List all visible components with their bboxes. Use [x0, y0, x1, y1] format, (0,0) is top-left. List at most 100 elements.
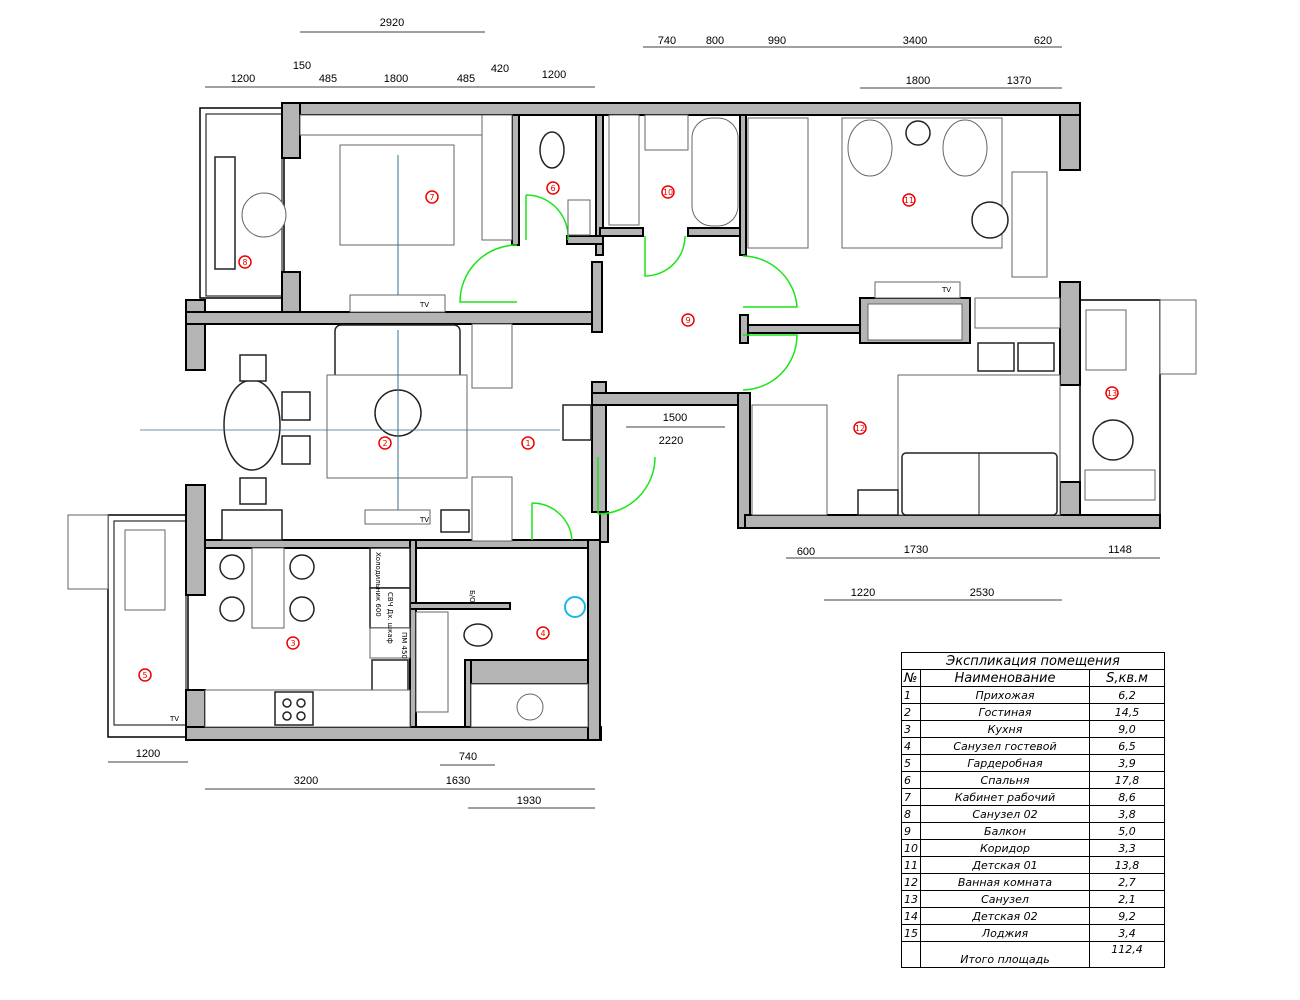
- row-number: 2: [901, 703, 921, 721]
- room-marker: 7: [425, 190, 439, 204]
- dim-text: 485: [457, 73, 475, 85]
- room-area: 2,7: [1089, 873, 1165, 891]
- room-name: Санузел 02: [920, 805, 1090, 823]
- row-number: 12: [901, 873, 921, 891]
- room-area: 13,8: [1089, 856, 1165, 874]
- room-marker: 5: [138, 668, 152, 682]
- svg-text:7: 7: [429, 193, 434, 202]
- svg-text:5: 5: [142, 671, 147, 680]
- row-number: 14: [901, 907, 921, 925]
- row-number: 6: [901, 771, 921, 789]
- svg-text:2: 2: [382, 439, 387, 448]
- room-name: Гардеробная: [920, 754, 1090, 772]
- tv-label: TV: [419, 516, 429, 524]
- total-label: Итого площадь: [920, 941, 1090, 968]
- room-marker: 2: [378, 436, 392, 450]
- room-marker: 13: [1105, 386, 1119, 400]
- dim-text: 485: [319, 73, 337, 85]
- svg-text:11: 11: [904, 196, 914, 205]
- svg-text:8: 8: [242, 258, 247, 267]
- svg-text:12: 12: [855, 424, 865, 433]
- dim-text: 2920: [380, 17, 404, 29]
- dim-text: 1200: [542, 69, 566, 81]
- room-area: 9,0: [1089, 720, 1165, 738]
- svg-text:1: 1: [525, 439, 530, 448]
- room-area: 3,8: [1089, 805, 1165, 823]
- room-name: Детская 02: [920, 907, 1090, 925]
- dim-text: 1730: [904, 544, 928, 556]
- row-number: 3: [901, 720, 921, 738]
- room-name: Санузел гостевой: [920, 737, 1090, 755]
- dim-text: 1800: [906, 75, 930, 87]
- row-number: 15: [901, 924, 921, 942]
- svg-text:10: 10: [663, 188, 673, 197]
- total-row: Итого площадь 112,4: [901, 941, 1165, 968]
- room-name: Санузел: [920, 890, 1090, 908]
- svg-text:13: 13: [1107, 389, 1117, 398]
- svg-text:4: 4: [540, 629, 545, 638]
- dim-text: 2220: [659, 435, 683, 447]
- room-area: 3,4: [1089, 924, 1165, 942]
- room-area: 5,0: [1089, 822, 1165, 840]
- room-area: 6,5: [1089, 737, 1165, 755]
- room-name: Балкон: [920, 822, 1090, 840]
- dim-text: 800: [706, 35, 724, 47]
- room-area: 17,8: [1089, 771, 1165, 789]
- tv-label: TV: [419, 301, 429, 309]
- row-number: 1: [901, 686, 921, 704]
- dimension-lines: [108, 31, 1160, 809]
- tv-label: TV: [941, 286, 951, 294]
- dim-text: 1148: [1108, 544, 1132, 556]
- tv-label: TV: [169, 715, 179, 723]
- dim-text: 1500: [663, 412, 687, 424]
- room-name: Кухня: [920, 720, 1090, 738]
- dim-text: 3400: [903, 35, 927, 47]
- balcony-outlines: [67, 107, 1197, 738]
- room-marker: 12: [853, 421, 867, 435]
- room-area: 3,9: [1089, 754, 1165, 772]
- room-name: Кабинет рабочий: [920, 788, 1090, 806]
- dim-text: 740: [459, 751, 477, 763]
- room-area: 14,5: [1089, 703, 1165, 721]
- room-marker: 10: [661, 185, 675, 199]
- dim-text: 740: [658, 35, 676, 47]
- row-number: 13: [901, 890, 921, 908]
- dim-text: 1220: [851, 587, 875, 599]
- row-number: 4: [901, 737, 921, 755]
- room-marker: 11: [902, 193, 916, 207]
- room-marker: 9: [681, 313, 695, 327]
- fridge-label: Холодильник 600: [374, 552, 382, 617]
- room-name: Гостиная: [920, 703, 1090, 721]
- row-number: 10: [901, 839, 921, 857]
- row-number: 5: [901, 754, 921, 772]
- dim-text: 1630: [446, 775, 470, 787]
- furniture: [124, 114, 1156, 728]
- header-area: S,кв.м: [1089, 669, 1165, 687]
- room-name: Лоджия: [920, 924, 1090, 942]
- room-name: Спальня: [920, 771, 1090, 789]
- row-number: 9: [901, 822, 921, 840]
- room-marker: 3: [286, 636, 300, 650]
- header-name: Наименование: [920, 669, 1090, 687]
- svg-text:3: 3: [290, 639, 295, 648]
- svg-text:6: 6: [550, 184, 555, 193]
- dim-text: 990: [768, 35, 786, 47]
- room-area: 9,2: [1089, 907, 1165, 925]
- dim-text: 1200: [136, 748, 160, 760]
- row-number: 7: [901, 788, 921, 806]
- explication-table: Экспликация помещения № Наименование S,к…: [901, 652, 1165, 968]
